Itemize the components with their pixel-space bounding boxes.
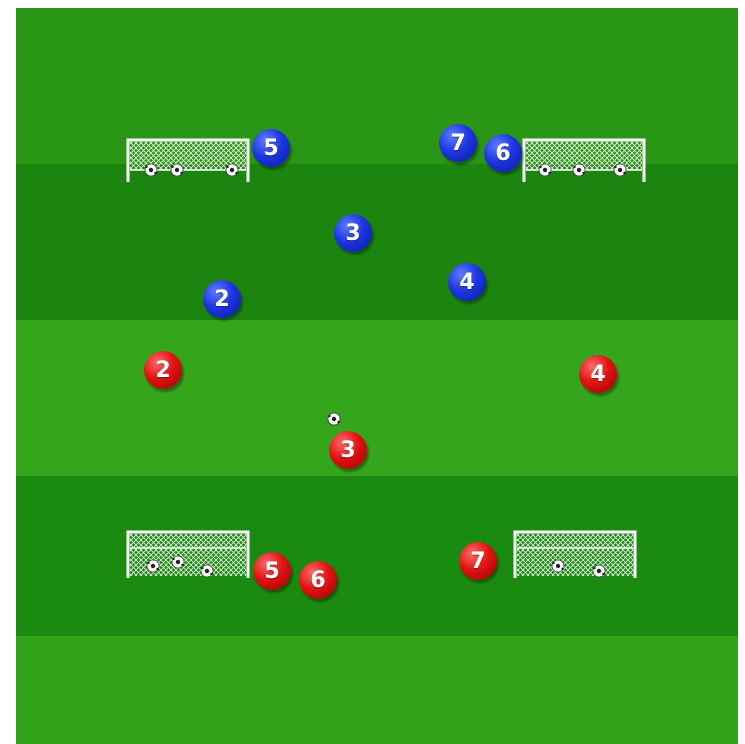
red-player-5[interactable]: 5 [253,552,291,590]
goal-net-icon [126,138,250,184]
blue-player-2[interactable]: 2 [203,280,241,318]
player-number: 7 [470,549,485,574]
blue-player-3[interactable]: 3 [334,214,372,252]
player-number: 2 [155,358,170,383]
pitch-stripe [16,320,738,476]
blue-player-4[interactable]: 4 [448,263,486,301]
soccer-ball-icon [200,564,214,578]
soccer-ball-icon [572,163,586,177]
player-number: 6 [310,568,325,593]
pitch-stripe [16,164,738,320]
goal-net-icon [522,138,646,184]
blue-player-5[interactable]: 5 [252,129,290,167]
soccer-ball-icon [538,163,552,177]
red-player-4[interactable]: 4 [579,355,617,393]
player-number: 4 [459,270,474,295]
soccer-ball-icon [551,559,565,573]
goal-net-icon [513,530,637,580]
soccer-ball-icon [327,412,341,426]
player-number: 5 [264,559,279,584]
soccer-ball-icon [613,163,627,177]
goal-net-icon [126,530,250,580]
soccer-pitch: 5 7 6 3 4 2 2 4 3 5 6 7 [16,8,738,744]
red-player-6[interactable]: 6 [299,561,337,599]
soccer-ball-icon [171,555,185,569]
red-player-2[interactable]: 2 [144,351,182,389]
player-number: 5 [263,136,278,161]
soccer-ball-icon [144,163,158,177]
blue-player-6[interactable]: 6 [484,134,522,172]
soccer-ball-icon [592,564,606,578]
blue-player-7[interactable]: 7 [439,124,477,162]
player-number: 3 [345,221,360,246]
soccer-ball-icon [170,163,184,177]
player-number: 2 [214,287,229,312]
player-number: 4 [590,362,605,387]
soccer-ball-icon [225,163,239,177]
player-number: 3 [340,438,355,463]
soccer-ball-icon [146,559,160,573]
player-number: 7 [450,131,465,156]
pitch-stripe [16,636,738,744]
red-player-3[interactable]: 3 [329,431,367,469]
player-number: 6 [495,141,510,166]
red-player-7[interactable]: 7 [459,542,497,580]
